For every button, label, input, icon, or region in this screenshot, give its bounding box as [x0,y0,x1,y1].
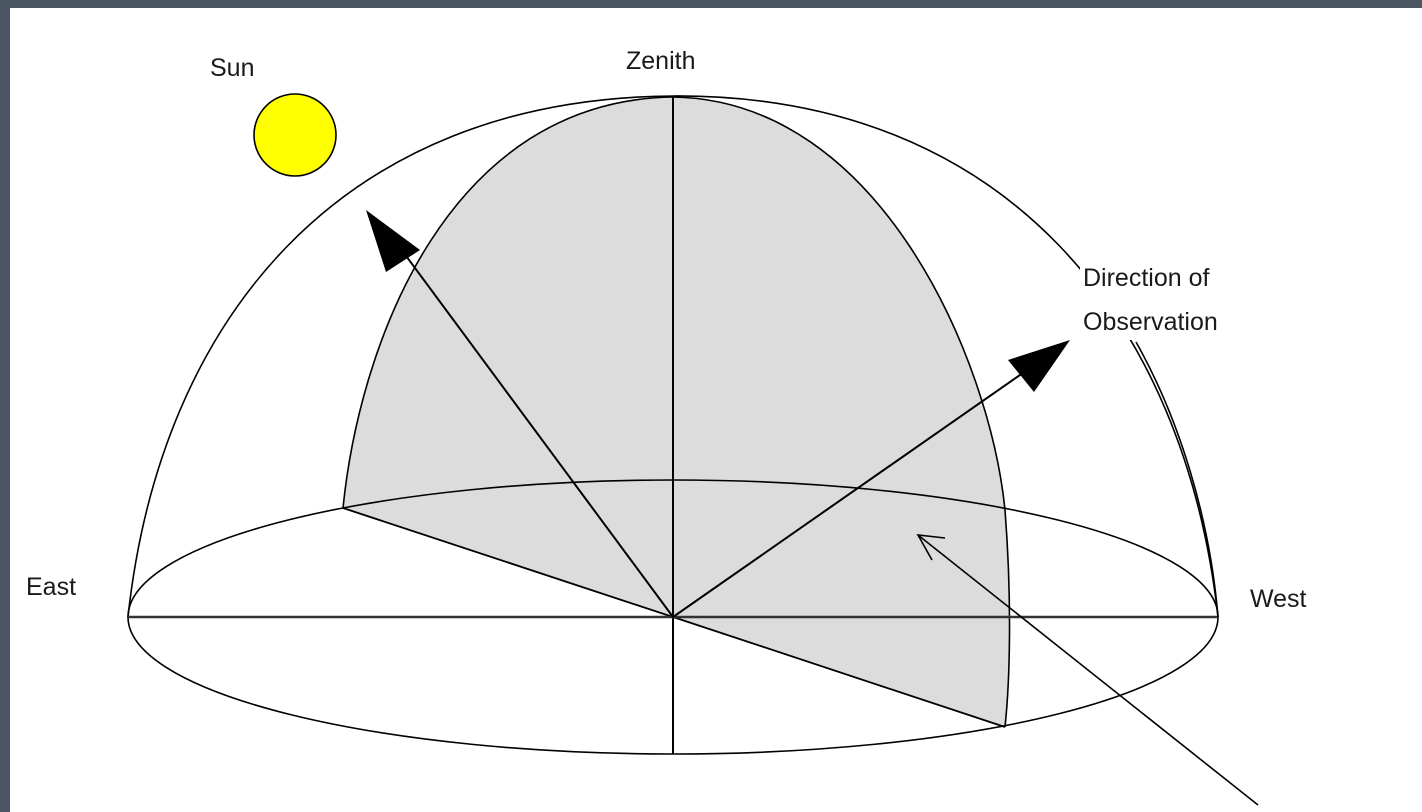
direction-of-observation-label: Direction of Observation [1083,256,1218,344]
sun-icon [254,94,336,176]
direction-label-line1: Direction of [1083,256,1218,300]
sun-label: Sun [210,56,254,81]
dome-arc-lower-right [1136,342,1218,617]
zenith-label: Zenith [626,49,695,74]
east-label: East [26,575,76,600]
west-label: West [1250,587,1307,612]
direction-label-line2: Observation [1083,300,1218,344]
observation-arrowhead [1008,340,1070,392]
